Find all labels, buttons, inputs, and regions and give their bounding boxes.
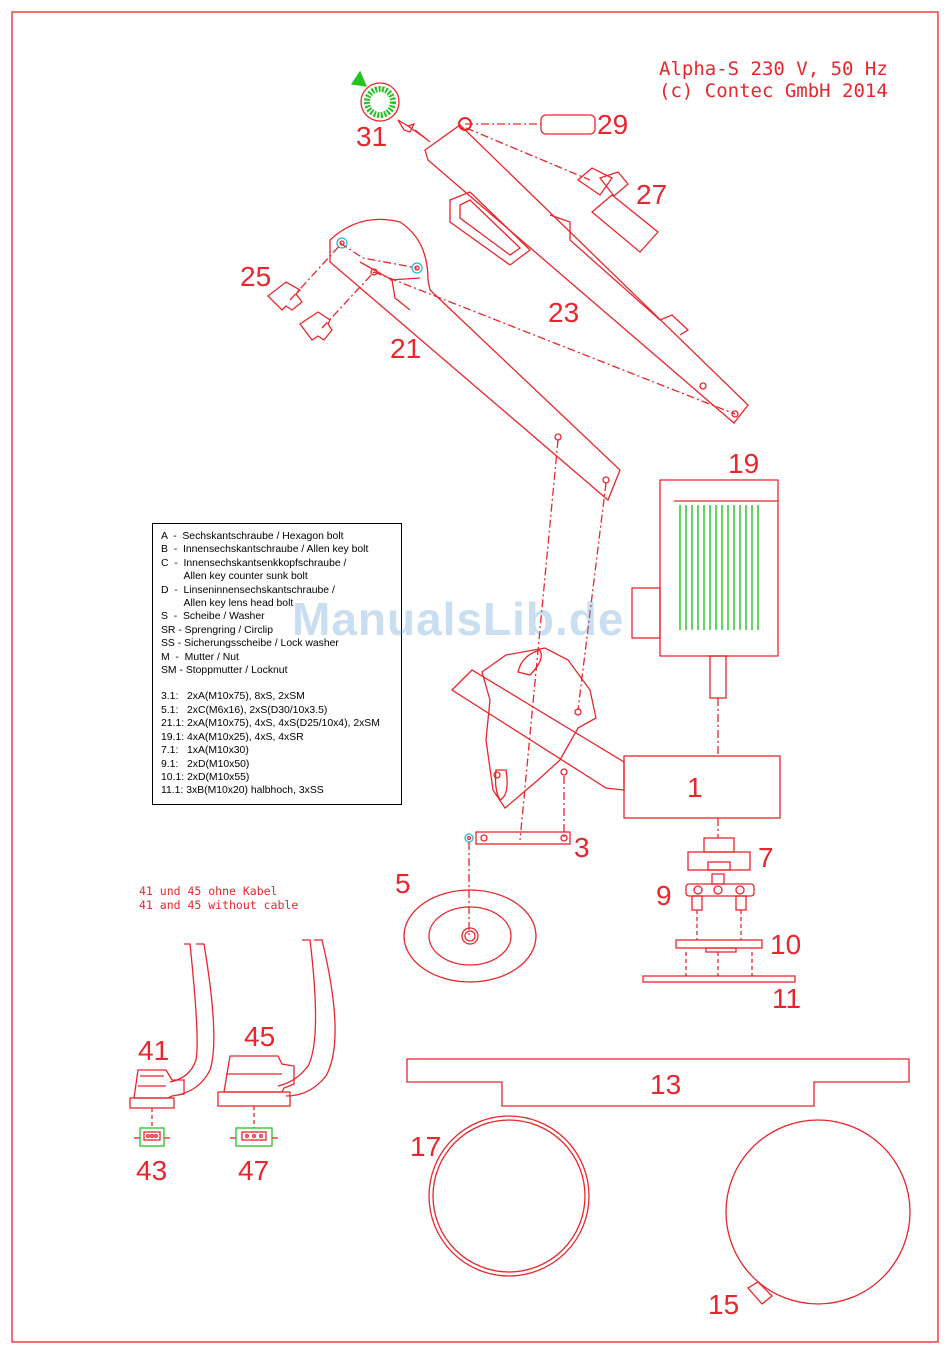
legend-line: D - Linseninnensechskantschraube / — [161, 584, 335, 596]
part-label-21: 21 — [390, 333, 421, 364]
part-label-19: 19 — [728, 448, 759, 479]
part-label-9: 9 — [656, 880, 672, 911]
legend-line: A - Sechskantschraube / Hexagon bolt — [161, 531, 344, 542]
part-9-bolts — [685, 883, 755, 940]
part-45-connector — [217, 1055, 295, 1128]
legend-assembly-line: 10.1: 2xD(M10x55) — [161, 771, 250, 783]
part-47-socket — [230, 1127, 278, 1147]
part-13-table — [406, 1058, 910, 1107]
cable-note-line2: 41 and 45 without cable — [139, 898, 298, 912]
drawing-frame — [11, 11, 939, 1343]
legend-line: B - Innensechskantschraube / Allen key b… — [161, 544, 369, 556]
legend-assembly-line: 19.1: 4xA(M10x25), 4xS, 4xSR — [161, 731, 304, 743]
part-label-5: 5 — [395, 868, 411, 899]
fastener-legend: A - Sechskantschraube / Hexagon bolt B -… — [152, 523, 402, 805]
part-label-3: 3 — [574, 832, 590, 863]
cable-45 — [277, 939, 336, 1097]
part-label-45: 45 — [244, 1021, 275, 1052]
part-10-plate — [675, 939, 763, 976]
legend-line: SM - Stoppmutter / Locknut — [161, 665, 288, 677]
part-label-25: 25 — [240, 261, 271, 292]
legend-line: Allen key lens head bolt — [161, 598, 294, 610]
legend-line: M - Mutter / Nut — [161, 651, 239, 663]
legend-line: SR - Sprengring / Circlip — [161, 624, 274, 636]
part-label-10: 10 — [770, 929, 801, 960]
part-label-31: 31 — [356, 121, 387, 152]
legend-line: C - Innensechskantsenkkopfschraube / — [161, 557, 347, 569]
part-43-socket — [134, 1127, 170, 1147]
part-41-connector — [129, 1069, 185, 1128]
part-15-clamp-ring — [725, 1119, 911, 1305]
cable-41 — [169, 943, 215, 1096]
legend-line: S - Scheibe / Washer — [161, 611, 265, 623]
part-11-base-plate — [642, 975, 796, 983]
legend-line: SS - Sicherungsscheibe / Lock washer — [161, 638, 339, 650]
drawing-title-line1: Alpha-S 230 V, 50 Hz — [659, 58, 888, 80]
part-19-motor — [631, 479, 779, 756]
part-label-41: 41 — [138, 1035, 169, 1066]
part-label-15: 15 — [708, 1289, 739, 1320]
legend-assembly-line: 11.1: 3xB(M10x20) halbhoch, 3xSS — [161, 785, 324, 797]
part-label-17: 17 — [410, 1131, 441, 1162]
legend-assembly-line: 9.1: 2xD(M10x50) — [161, 758, 250, 770]
cable-note-line1: 41 und 45 ohne Kabel — [139, 884, 277, 898]
part-label-23: 23 — [548, 297, 579, 328]
part-label-27: 27 — [636, 179, 667, 210]
legend-assembly-line: 7.1: 1xA(M10x30) — [161, 745, 249, 757]
part-label-47: 47 — [238, 1155, 269, 1186]
legend-line: Allen key counter sunk bolt — [161, 571, 308, 583]
part-label-43: 43 — [136, 1155, 167, 1186]
part-17-ring — [428, 1115, 590, 1277]
part-3-link — [464, 831, 571, 935]
drawing-title-line2: (c) Contec GmbH 2014 — [659, 80, 888, 102]
part-label-7: 7 — [758, 842, 774, 873]
part-label-1: 1 — [687, 772, 703, 803]
part-21-arm — [329, 218, 736, 502]
part-25-knobs — [267, 242, 375, 341]
legend-assembly-line: 5.1: 2xC(M6x16), 2xS(D30/10x3.5) — [161, 704, 328, 716]
legend-assembly-line: 3.1: 2xA(M10x75), 8xS, 2xSM — [161, 691, 305, 703]
part-23-arm — [414, 117, 749, 424]
part-5-wheel — [403, 889, 537, 983]
part-label-13: 13 — [650, 1069, 681, 1100]
legend-assembly-line: 21.1: 2xA(M10x75), 4xS, 4xS(D25/10x4), 2… — [161, 718, 380, 730]
part-7-coupling — [687, 818, 751, 885]
part-29-sleeve — [465, 114, 596, 135]
part-27-knob — [465, 127, 659, 253]
part-label-29: 29 — [597, 109, 628, 140]
part-label-11: 11 — [772, 983, 801, 1014]
part-1-base — [450, 647, 781, 838]
